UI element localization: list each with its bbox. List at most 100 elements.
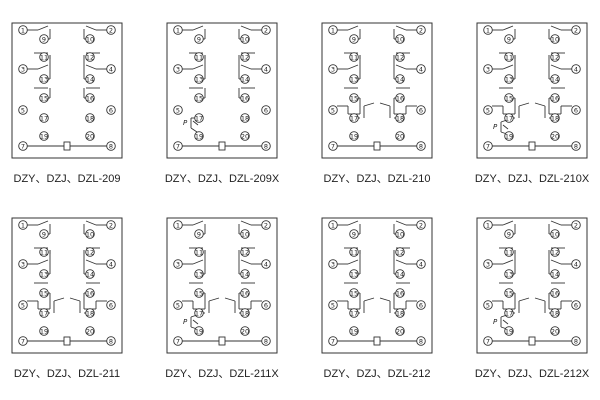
terminal-10	[85, 34, 95, 44]
terminal-label-2: 2	[574, 221, 578, 229]
terminal-label-4: 4	[109, 65, 113, 73]
contact-blade	[69, 297, 81, 302]
terminal-label-8: 8	[264, 142, 268, 150]
contact-blade	[240, 25, 252, 31]
terminal-label-19: 19	[350, 327, 358, 335]
terminal-label-14: 14	[551, 270, 559, 278]
terminal-label-1: 1	[486, 221, 490, 229]
diagram-caption: DZY、DZJ、DZL-209	[14, 173, 121, 185]
terminal-label-5: 5	[176, 301, 180, 309]
terminal-label-14: 14	[86, 270, 94, 278]
terminal-10	[240, 229, 250, 239]
terminal-15	[39, 93, 49, 103]
terminal-label-16: 16	[241, 94, 249, 102]
terminal-label-15: 15	[195, 289, 203, 297]
terminal-8	[261, 336, 271, 346]
terminal-4	[416, 64, 426, 74]
coil-icon	[218, 336, 226, 346]
terminal-19	[349, 326, 359, 336]
terminal-17	[504, 113, 514, 123]
terminal-label-19: 19	[505, 327, 513, 335]
terminal-15	[194, 93, 204, 103]
coil-icon	[528, 336, 536, 346]
terminal-label-18: 18	[396, 309, 404, 317]
contact-blade	[395, 220, 407, 226]
terminal-label-17: 17	[350, 114, 358, 122]
contact-blade	[395, 25, 407, 31]
terminal-14	[240, 74, 250, 84]
contact-blade	[347, 259, 359, 265]
terminal-4	[106, 64, 116, 74]
terminal-9	[39, 34, 49, 44]
terminal-2	[571, 25, 581, 35]
terminal-label-7: 7	[331, 337, 335, 345]
terminal-9	[504, 229, 514, 239]
terminal-1	[173, 220, 183, 230]
terminal-label-15: 15	[40, 289, 48, 297]
terminal-label-17: 17	[40, 114, 48, 122]
terminal-6	[106, 105, 116, 115]
terminal-label-9: 9	[197, 230, 201, 238]
terminal-17	[504, 308, 514, 318]
terminal-3	[18, 64, 28, 74]
terminal-label-10: 10	[551, 35, 559, 43]
coil-icon	[528, 141, 536, 151]
terminal-16	[85, 93, 95, 103]
potentiometer-label: P	[493, 123, 498, 131]
terminal-10	[240, 34, 250, 44]
terminal-label-20: 20	[396, 327, 404, 335]
terminal-10	[395, 34, 405, 44]
potentiometer-wiper	[502, 319, 509, 325]
terminal-label-2: 2	[419, 221, 423, 229]
terminal-label-4: 4	[574, 65, 578, 73]
terminal-7	[328, 336, 338, 346]
terminal-label-17: 17	[195, 309, 203, 317]
terminal-15	[349, 288, 359, 298]
coil-icon	[63, 141, 71, 151]
terminal-label-2: 2	[109, 221, 113, 229]
terminal-label-7: 7	[486, 337, 490, 345]
terminal-9	[39, 229, 49, 239]
terminal-20	[240, 131, 250, 141]
terminal-label-5: 5	[176, 106, 180, 114]
terminal-18	[85, 308, 95, 318]
terminal-label-7: 7	[176, 337, 180, 345]
diagram-caption: DZY、DZJ、DZL-212X	[475, 368, 590, 380]
terminal-label-17: 17	[195, 114, 203, 122]
contact-blade	[534, 297, 546, 302]
contact-blade	[240, 259, 252, 265]
terminal-label-7: 7	[21, 337, 25, 345]
panel-frame	[321, 22, 433, 159]
terminal-label-17: 17	[40, 309, 48, 317]
terminal-16	[240, 288, 250, 298]
terminal-label-1: 1	[21, 26, 25, 34]
terminal-1	[483, 25, 493, 35]
terminal-label-18: 18	[86, 114, 94, 122]
terminal-label-3: 3	[331, 260, 335, 268]
diagram-caption: DZY、DZJ、DZL-211	[14, 368, 120, 380]
terminal-label-2: 2	[574, 26, 578, 34]
terminal-13	[504, 74, 514, 84]
terminal-label-1: 1	[331, 221, 335, 229]
terminal-16	[550, 93, 560, 103]
contact-blade	[37, 220, 49, 226]
terminal-label-14: 14	[86, 75, 94, 83]
terminal-6	[106, 300, 116, 310]
terminal-label-2: 2	[109, 26, 113, 34]
terminal-label-16: 16	[551, 94, 559, 102]
terminal-8	[106, 336, 116, 346]
terminal-17	[194, 113, 204, 123]
terminal-6	[261, 105, 271, 115]
terminal-8	[571, 336, 581, 346]
terminal-label-12: 12	[551, 248, 559, 256]
terminal-label-6: 6	[574, 301, 578, 309]
terminal-11	[349, 247, 359, 257]
terminal-label-19: 19	[195, 327, 203, 335]
coil-icon	[63, 336, 71, 346]
terminal-label-16: 16	[86, 94, 94, 102]
terminal-label-9: 9	[507, 35, 511, 43]
terminal-8	[416, 141, 426, 151]
terminal-label-1: 1	[176, 26, 180, 34]
terminal-5	[18, 300, 28, 310]
